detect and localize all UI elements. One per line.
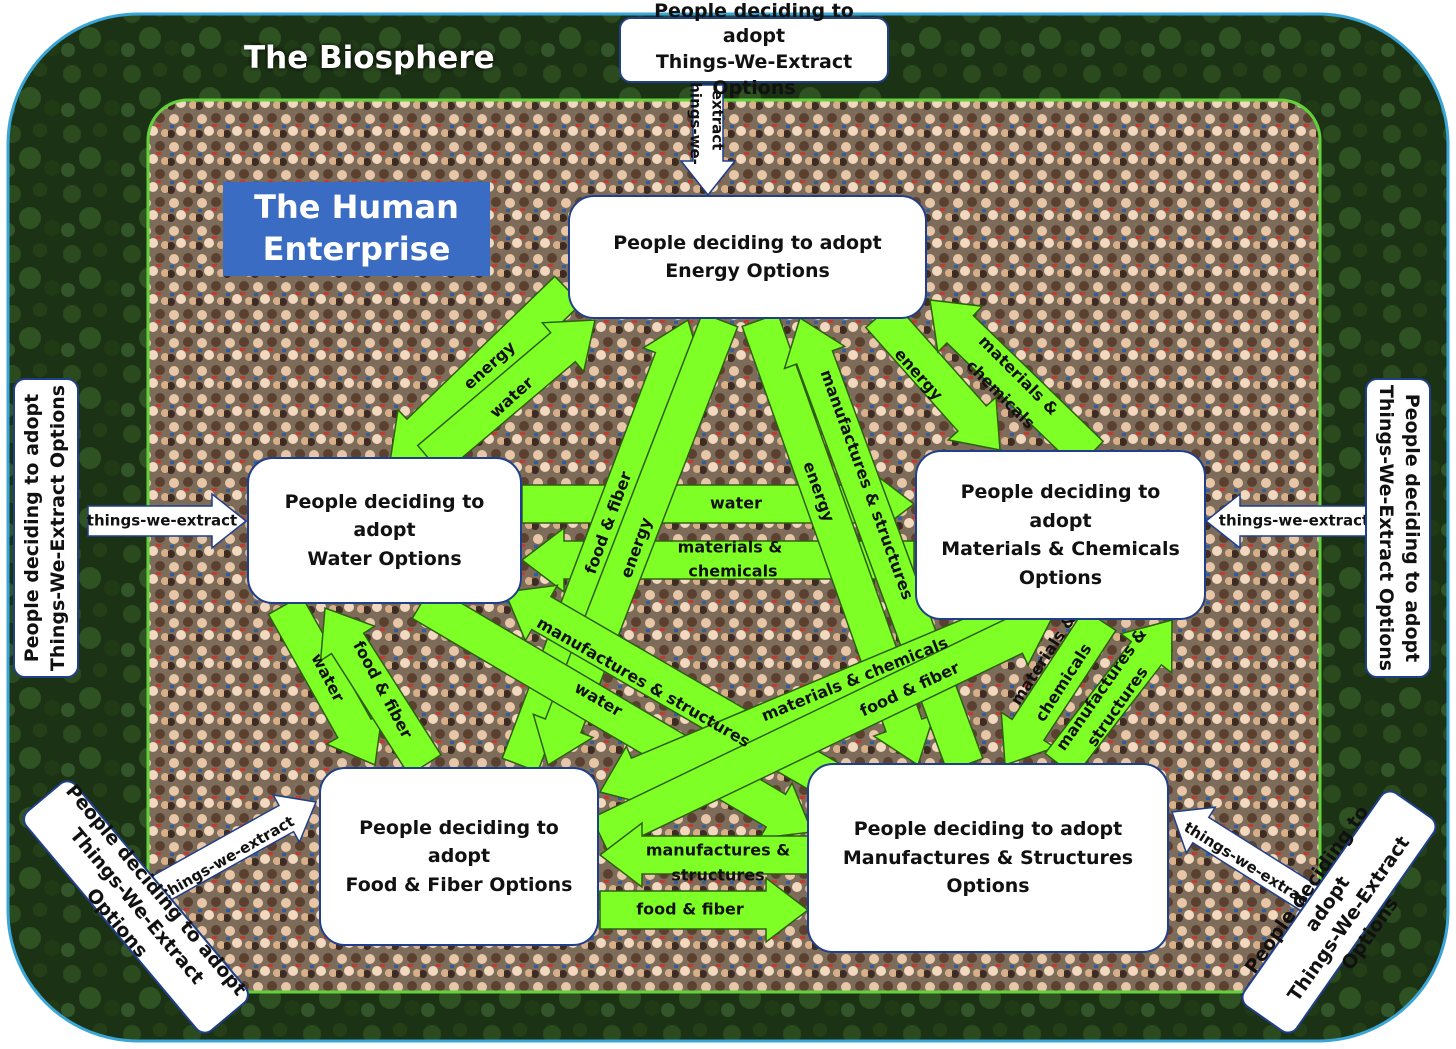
arrow-materials-to-manufactures xyxy=(1000,608,1117,767)
arrow-extract-right xyxy=(1204,492,1371,550)
materials-chemicals-options-label: People deciding to adopt Materials & Che… xyxy=(941,481,1180,589)
flow-label-materials-to-water-2: chemicals xyxy=(688,562,777,581)
food-fiber-options-label: People deciding to adopt Food & Fiber Op… xyxy=(345,816,573,896)
flow-label-manufactures-to-food-2: structures xyxy=(671,866,764,885)
extract-options-left: People deciding to adopt Things-We-Extra… xyxy=(13,378,79,678)
arrow-manufactures-to-materials xyxy=(1043,619,1173,778)
extract-label-left: things-we-extract xyxy=(87,512,237,530)
water-options-box: People deciding to adopt Water Options xyxy=(247,457,522,604)
arrow-water-to-food xyxy=(267,594,384,767)
human-enterprise-title: The Human Enterprise xyxy=(223,182,490,276)
arrow-energy-to-materials xyxy=(864,301,1001,451)
manufactures-structures-options-box: People deciding to adopt Manufactures & … xyxy=(807,763,1169,953)
arrow-food-to-water xyxy=(319,606,443,777)
energy-options-label: People deciding to adopt Energy Options xyxy=(613,231,882,283)
extract-arrows xyxy=(87,84,1371,919)
food-fiber-options-box: People deciding to adopt Food & Fiber Op… xyxy=(319,767,599,946)
energy-options-box: People deciding to adopt Energy Options xyxy=(568,195,927,319)
extract-options-top: People deciding to adopt Things-We-Extra… xyxy=(619,0,889,99)
arrow-water-to-energy xyxy=(416,319,596,476)
manufactures-structures-options-label: People deciding to adopt Manufactures & … xyxy=(842,818,1134,898)
flow-label-manufactures-to-food-1: manufactures & xyxy=(646,841,790,860)
materials-chemicals-options-box: People deciding to adopt Materials & Che… xyxy=(915,450,1206,620)
extract-options-right: People deciding to adopt Things-We-Extra… xyxy=(1365,378,1431,678)
extract-label-right: things-we-extract xyxy=(1219,512,1369,530)
flow-label-materials-to-water-1: materials & xyxy=(678,538,783,557)
water-options-label: People deciding to adopt Water Options xyxy=(284,490,485,570)
biosphere-title: The Biosphere xyxy=(244,40,495,76)
flow-arrows xyxy=(267,275,1173,944)
flow-label-food-to-manufactures: food & fiber xyxy=(636,900,744,919)
arrow-food-to-manufactures xyxy=(599,876,810,944)
extract-label-top-1: things-we- xyxy=(687,75,705,165)
arrow-materials-to-energy xyxy=(929,299,1105,470)
arrow-manufactures-to-food xyxy=(598,821,809,889)
arrow-extract-left xyxy=(87,492,248,550)
arrow-extract-top xyxy=(679,84,737,197)
flow-label-water-to-materials: water xyxy=(710,494,762,513)
extract-label-top-2: extract xyxy=(709,90,727,151)
